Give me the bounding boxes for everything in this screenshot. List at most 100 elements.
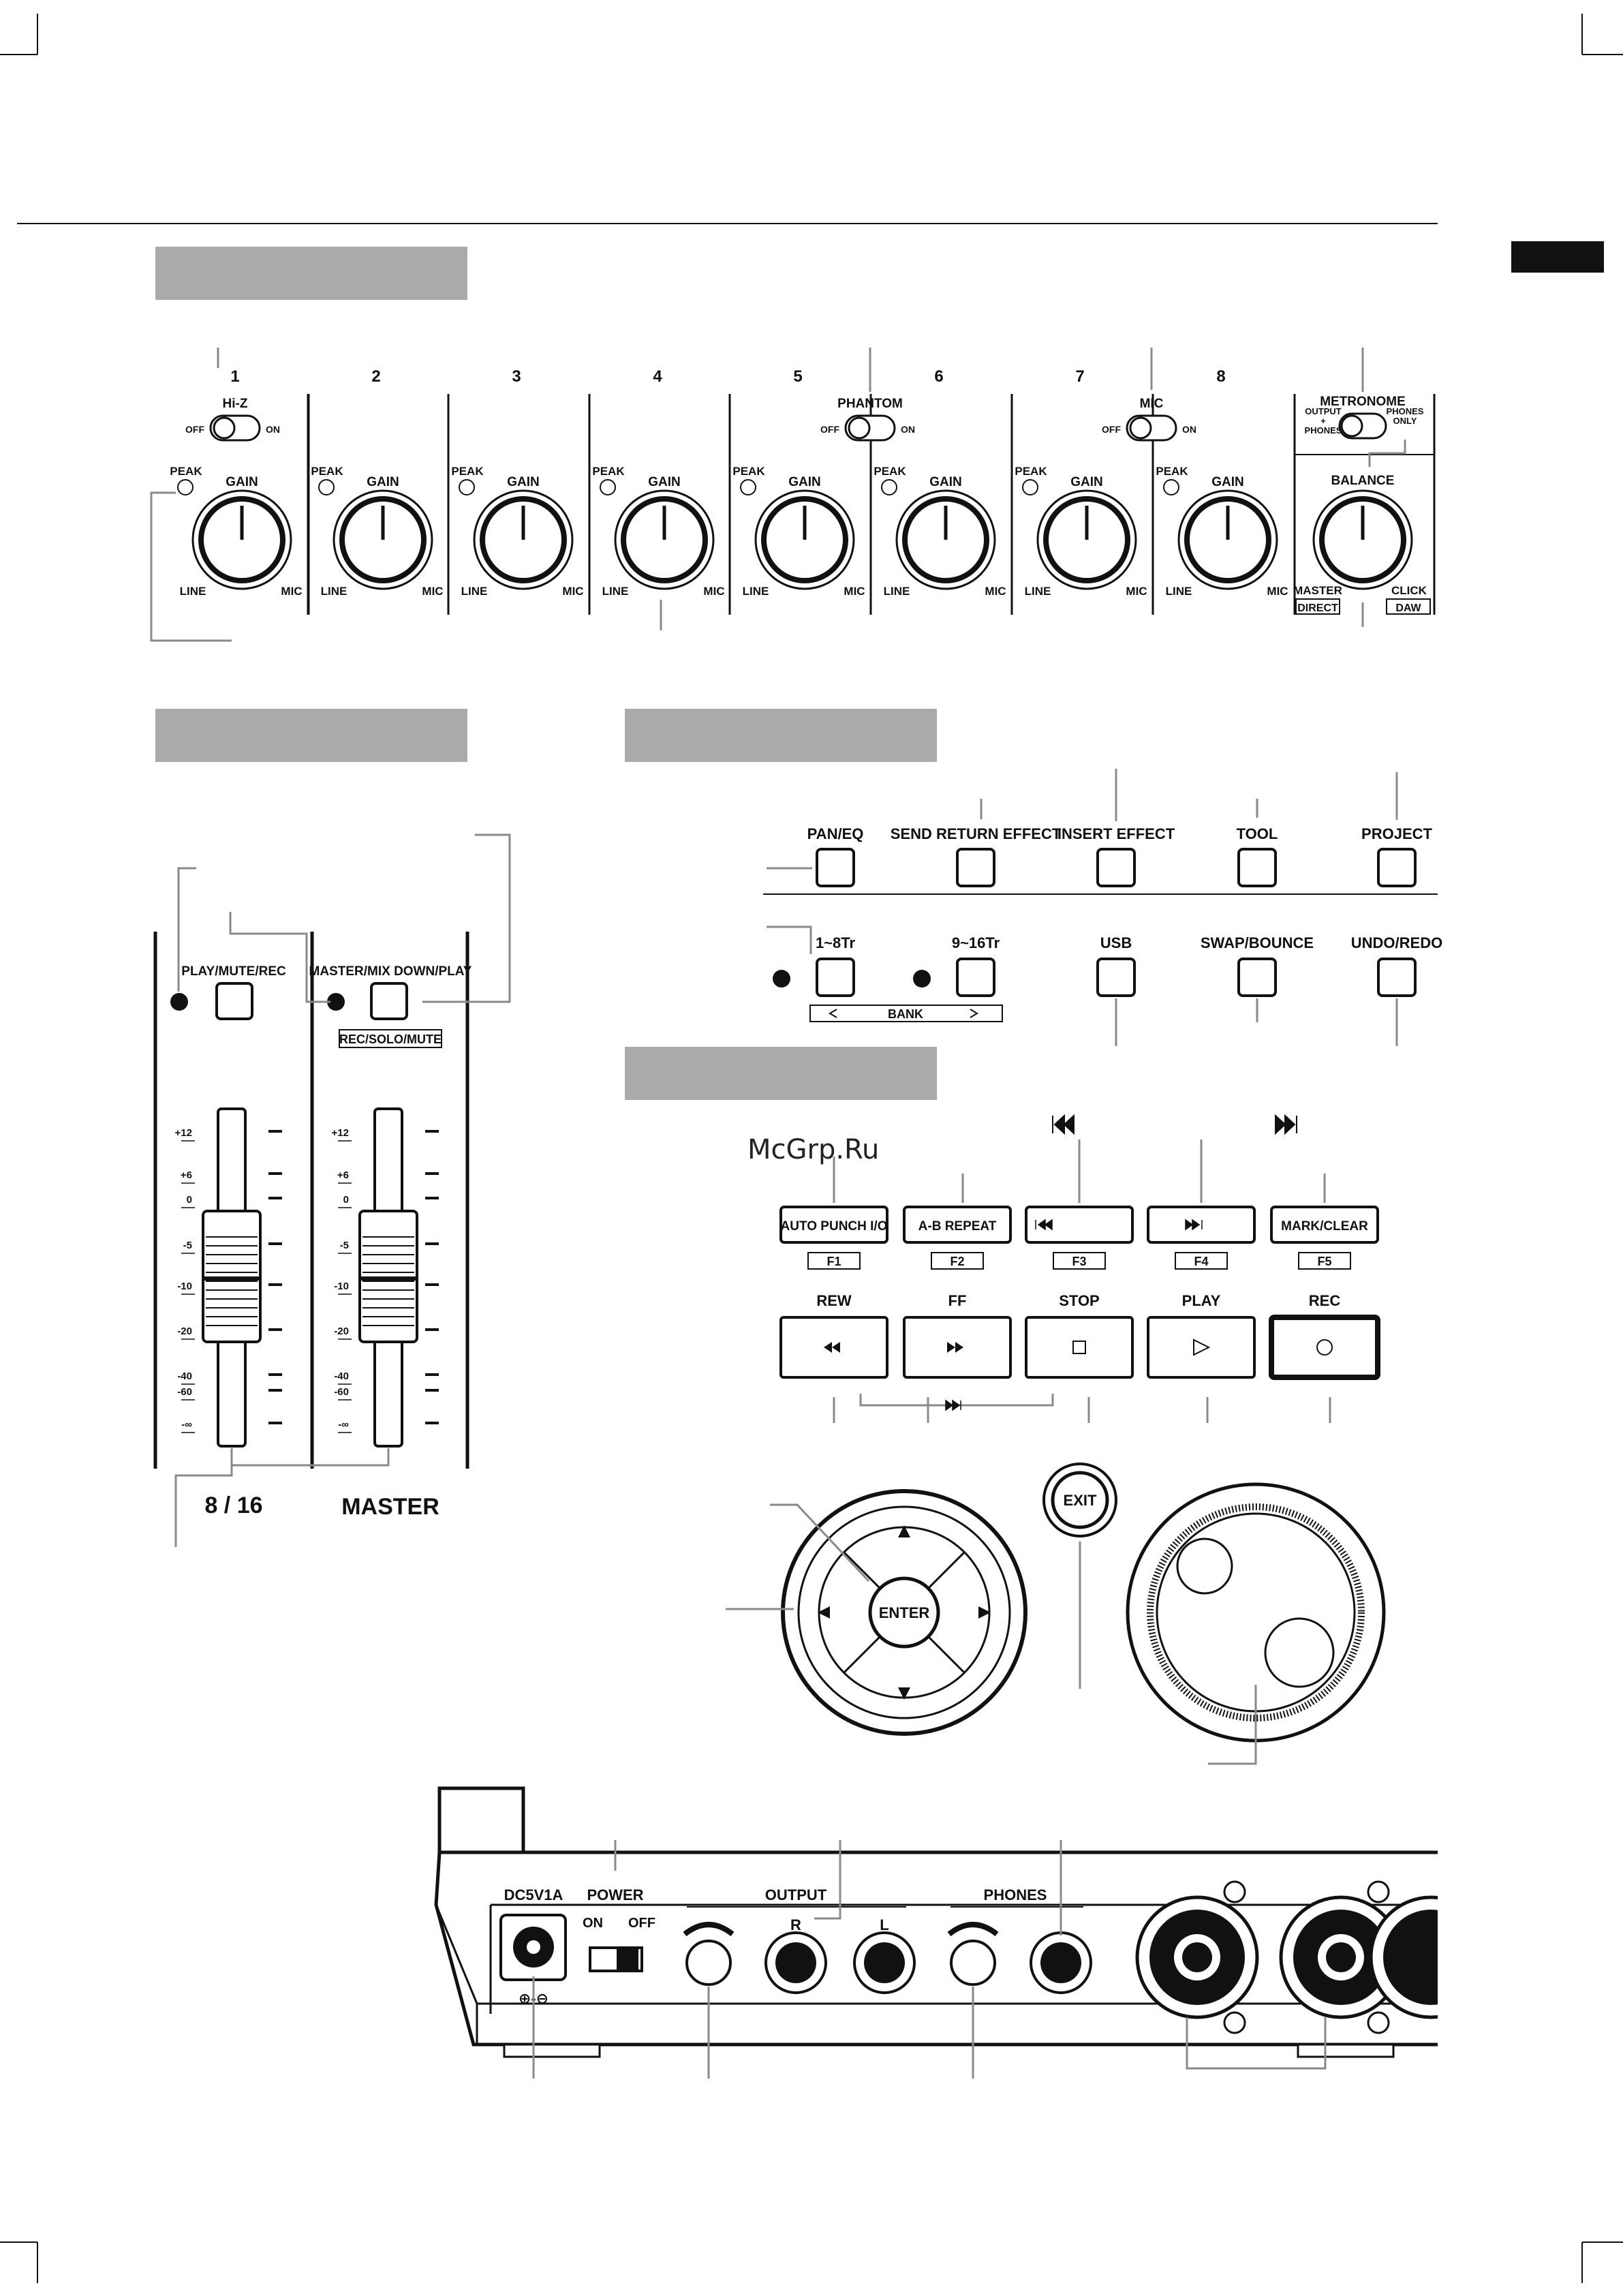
fader-8-16-cap xyxy=(202,1210,262,1343)
callout-mastermix-led xyxy=(229,912,330,1003)
channel-number-5: 5 xyxy=(793,367,802,386)
volume-arc-icon xyxy=(683,1922,735,1937)
phantom-off-label: OFF xyxy=(820,424,839,435)
mic-label: MIC xyxy=(562,585,583,598)
fn-key-label-0: F1 xyxy=(826,1255,841,1268)
phantom-on-label: ON xyxy=(901,424,915,435)
enter-button[interactable] xyxy=(868,1576,940,1649)
rec-inner-ring xyxy=(1274,1320,1375,1375)
cursor-split xyxy=(927,1551,965,1590)
func-button-pan-eq[interactable] xyxy=(816,848,855,887)
func2-button-2[interactable] xyxy=(1096,958,1136,997)
channel-number-8: 8 xyxy=(1216,367,1225,386)
output-r-label: R xyxy=(790,1916,801,1933)
scale-label: -40 xyxy=(177,1371,192,1382)
gain-label: GAIN xyxy=(788,475,821,489)
power-label: POWER xyxy=(587,1886,643,1903)
mic-label: MIC xyxy=(422,585,443,598)
rear-body-outline xyxy=(434,1852,1438,2047)
channel-number-4: 4 xyxy=(653,367,662,386)
phones-jack[interactable] xyxy=(1040,1942,1081,1983)
func2-label-4: UNDO/REDO xyxy=(1351,934,1442,951)
phantom-toggle-knob-icon xyxy=(848,416,871,440)
func2-button-4[interactable] xyxy=(1377,958,1417,997)
return-to-zero-icon xyxy=(945,1399,961,1411)
peak-led-1 xyxy=(177,479,194,495)
master-mix-button[interactable] xyxy=(370,982,408,1020)
func2-label-3: SWAP/BOUNCE xyxy=(1201,934,1314,951)
func-button-tool[interactable] xyxy=(1237,848,1277,887)
callout-faders xyxy=(230,1448,390,1467)
mic-toggle-knob-icon xyxy=(1129,416,1152,440)
dial-face xyxy=(1156,1512,1356,1713)
line-label: LINE xyxy=(461,585,488,598)
skip-forward-icon xyxy=(1275,1114,1297,1135)
direct-box xyxy=(1295,598,1340,615)
exit-label: EXIT xyxy=(1064,1492,1097,1509)
rear-base xyxy=(435,1904,1438,2045)
fn-key-box xyxy=(1053,1252,1106,1270)
power-off-label: OFF xyxy=(628,1916,655,1931)
balance-label: BALANCE xyxy=(1331,474,1395,488)
func2-button-0[interactable] xyxy=(816,958,855,997)
phones-volume-knob[interactable] xyxy=(950,1940,996,1986)
arrow-left-icon[interactable] xyxy=(818,1606,830,1619)
bank-led-1 xyxy=(773,970,790,988)
watermark: McGrp.Ru xyxy=(747,1134,879,1165)
play-mute-rec-button[interactable] xyxy=(215,982,253,1020)
metronome-output-phones: OUTPUT+PHONES xyxy=(1305,406,1342,435)
func-button-project[interactable] xyxy=(1377,848,1417,887)
exit-button[interactable] xyxy=(1051,1471,1109,1529)
line-label: LINE xyxy=(321,585,347,598)
fn-key-label-1: F2 xyxy=(950,1255,964,1268)
scale-label: -10 xyxy=(177,1281,192,1292)
func-button-send-return-effect[interactable] xyxy=(956,848,995,887)
peak-label: PEAK xyxy=(170,465,202,478)
transport-label-3: PLAY xyxy=(1182,1292,1221,1309)
peak-label: PEAK xyxy=(1015,465,1047,478)
func2-button-1[interactable] xyxy=(956,958,995,997)
func-label-3: TOOL xyxy=(1237,825,1278,842)
func2-button-3[interactable] xyxy=(1237,958,1277,997)
status-led-2 xyxy=(327,993,345,1011)
peak-led-3 xyxy=(459,479,475,495)
func-button-insert-effect[interactable] xyxy=(1096,848,1136,887)
func2-label-0: 1~8Tr xyxy=(816,934,856,951)
fn-key-label-2: F3 xyxy=(1072,1255,1086,1268)
fn-key-label-4: F5 xyxy=(1317,1255,1331,1268)
mic-label: MIC xyxy=(281,585,302,598)
gain-label: GAIN xyxy=(648,475,681,489)
arrow-up-icon[interactable] xyxy=(898,1525,910,1537)
fn-transport-button-4[interactable] xyxy=(1270,1206,1379,1244)
func-label-2: INSERT EFFECT xyxy=(1057,825,1175,842)
gain-label: GAIN xyxy=(367,475,399,489)
fn-transport-button-2[interactable] xyxy=(1025,1206,1134,1244)
arrow-right-icon[interactable] xyxy=(978,1606,991,1619)
cursor-split xyxy=(843,1551,882,1590)
output-jack-r[interactable] xyxy=(775,1942,816,1983)
rear-panel: DC5V1A⊕-⊖POWERONOFFOUTPUTRLPHONES87 xyxy=(434,1772,1623,2113)
channel-number-6: 6 xyxy=(934,367,943,386)
bank-box xyxy=(809,1005,1003,1022)
dial-knob xyxy=(1264,1617,1335,1688)
transport-label-2: STOP xyxy=(1059,1292,1100,1309)
dial-finger-hole xyxy=(1176,1537,1233,1595)
mic-label: MIC xyxy=(844,585,865,598)
direct-label: DIRECT xyxy=(1297,602,1338,614)
section-bar-inputs xyxy=(155,247,467,300)
fn-transport-button-1[interactable] xyxy=(903,1206,1012,1244)
arrow-down-icon[interactable] xyxy=(898,1687,910,1700)
play-mute-rec-label: PLAY/MUTE/REC xyxy=(181,964,286,979)
fn-transport-button-3[interactable] xyxy=(1147,1206,1256,1244)
rear-top-edge xyxy=(437,1786,1438,1854)
callout-dial xyxy=(1208,1685,1257,1765)
output-volume-knob[interactable] xyxy=(685,1940,732,1986)
fn-transport-button-0[interactable] xyxy=(779,1206,888,1244)
line-label: LINE xyxy=(602,585,629,598)
gain-label: GAIN xyxy=(507,475,540,489)
metronome-toggle-knob-icon xyxy=(1340,414,1363,438)
output-jack-l[interactable] xyxy=(864,1942,905,1983)
daw-label: DAW xyxy=(1395,602,1421,614)
